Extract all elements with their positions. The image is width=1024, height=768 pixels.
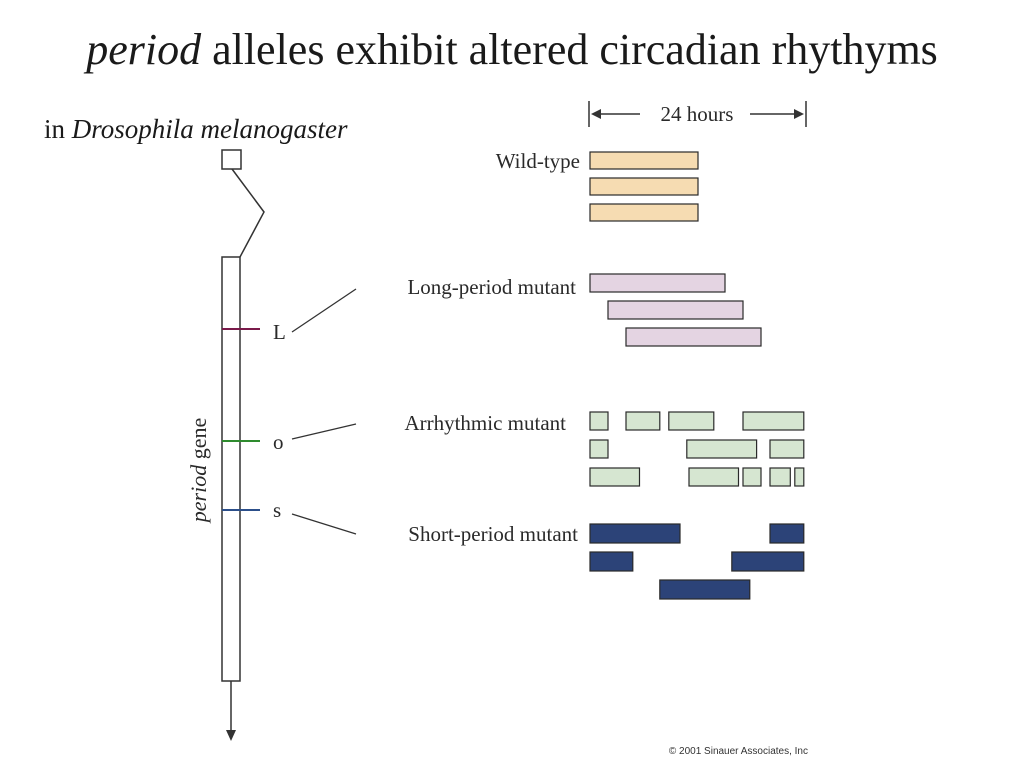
subtitle-species: Drosophila melanogaster (71, 114, 348, 144)
title-italic: period (86, 25, 202, 74)
activity-bar-arrhythmic-row2-2 (686, 439, 758, 459)
activity-bar-arrhythmic-row1-3 (668, 411, 715, 431)
activity-bar-arrhythmic-row3-5 (794, 467, 805, 487)
activity-bar-wild-type-row1-1 (589, 151, 699, 170)
activity-bar-arrhythmic-row1-4 (742, 411, 805, 431)
group-label-long-period: Long-period mutant (407, 275, 576, 299)
page-subtitle: in Drosophila melanogaster (44, 112, 348, 146)
leader-line-short (291, 513, 357, 535)
activity-bar-wild-type-row3-1 (589, 203, 699, 222)
leader-line-long (291, 288, 357, 333)
activity-bar-arrhythmic-row3-1 (589, 467, 641, 487)
activity-bar-arrhythmic-row1-1 (589, 411, 609, 431)
leader-line-arrhythmic (291, 423, 357, 440)
copyright: © 2001 Sinauer Associates, Inc (669, 746, 808, 757)
activity-bars (589, 151, 805, 600)
activity-bar-arrhythmic-row3-3 (742, 467, 762, 487)
activity-bar-arrhythmic-row2-1 (589, 439, 609, 459)
activity-bar-short-period-row1-2 (769, 523, 805, 544)
gene-arrow-head (226, 730, 236, 741)
group-label-arrhythmic: Arrhythmic mutant (404, 411, 566, 435)
gene-label: period gene (186, 418, 211, 524)
allele-letter-long: L (273, 320, 286, 344)
activity-bar-short-period-row3-1 (659, 579, 751, 600)
activity-bar-long-period-row2-1 (607, 300, 744, 320)
page-title: period alleles exhibit altered circadian… (0, 24, 1024, 76)
allele-letter-short: s (273, 498, 281, 522)
group-label-short-period: Short-period mutant (408, 522, 578, 546)
activity-bar-arrhythmic-row1-2 (625, 411, 661, 431)
activity-bar-short-period-row2-2 (731, 551, 805, 572)
activity-bar-short-period-row1-1 (589, 523, 681, 544)
gene-intron-line (231, 168, 265, 258)
gene-body (221, 256, 241, 682)
scale-arrow-left-head (591, 109, 601, 119)
gene-label-rest: gene (186, 418, 211, 465)
activity-bar-short-period-row2-1 (589, 551, 634, 572)
gene-label-italic: period (186, 464, 211, 524)
activity-bar-long-period-row3-1 (625, 327, 762, 347)
scale-arrow-right-head (794, 109, 804, 119)
title-rest: alleles exhibit altered circadian rhythy… (201, 25, 938, 74)
allele-letter-arrhythmic: o (273, 430, 284, 454)
scale-label: 24 hours (661, 102, 734, 126)
activity-bar-arrhythmic-row3-2 (688, 467, 740, 487)
activity-bar-arrhythmic-row3-4 (769, 467, 791, 487)
activity-bar-long-period-row1-1 (589, 273, 726, 293)
activity-bar-wild-type-row2-1 (589, 177, 699, 196)
gene-upstream-box (221, 149, 242, 170)
group-label-wild-type: Wild-type (496, 149, 580, 173)
subtitle-prefix: in (44, 114, 72, 144)
activity-bar-arrhythmic-row2-3 (769, 439, 805, 459)
